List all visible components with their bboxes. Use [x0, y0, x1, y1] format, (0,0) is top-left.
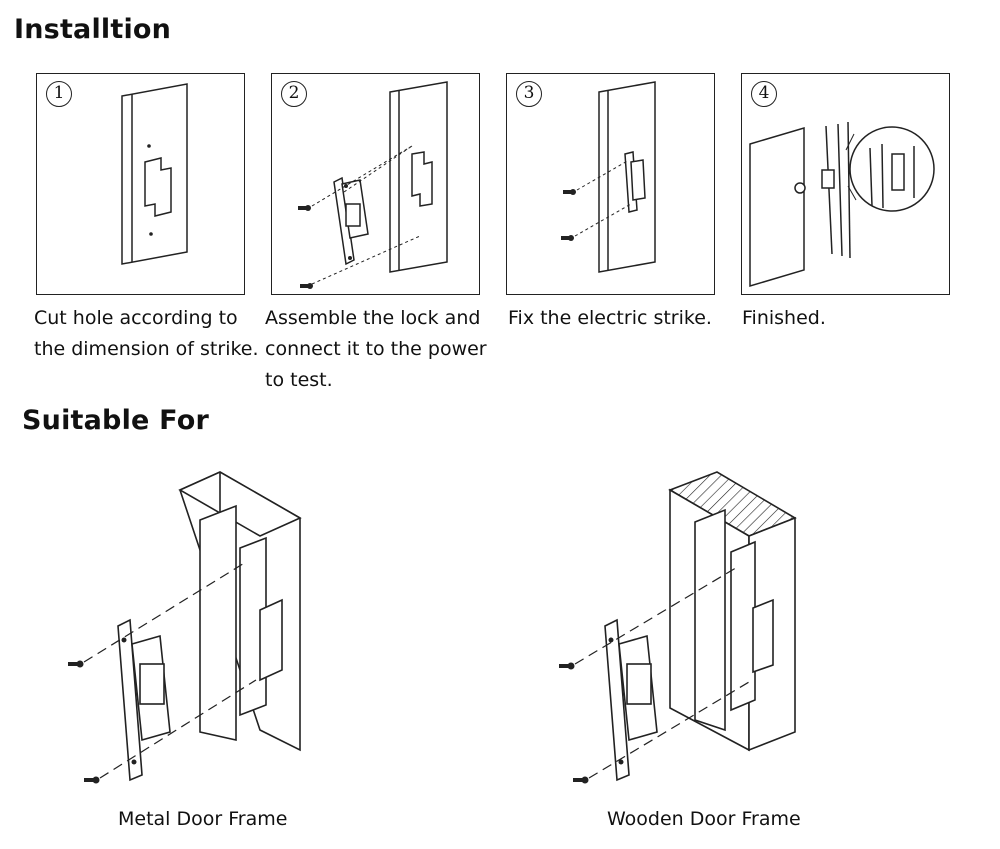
step-4-panel: 4	[741, 73, 950, 295]
step-3-panel: 3	[506, 73, 715, 295]
suitable-for-heading: Suitable For	[22, 405, 209, 436]
step-2-panel: 2	[271, 73, 480, 295]
metal-door-frame-label: Metal Door Frame	[118, 808, 288, 830]
installation-heading: Installtion	[14, 14, 172, 45]
step-3-number: 3	[516, 81, 542, 107]
finished-install-diagram-icon	[749, 121, 935, 288]
step-2-number: 2	[281, 81, 307, 107]
wooden-door-frame-label: Wooden Door Frame	[607, 808, 801, 830]
wooden-door-frame-icon	[559, 471, 797, 784]
step-1-caption: Cut hole according to the dimension of s…	[34, 307, 259, 360]
assemble-lock-diagram-icon	[298, 81, 448, 289]
step-4-caption: Finished.	[742, 307, 826, 329]
metal-door-frame-icon	[68, 471, 302, 784]
step-1-panel: 1	[36, 73, 245, 295]
step-2-caption: Assemble the lock and connect it to the …	[265, 307, 487, 391]
step-3-caption: Fix the electric strike.	[508, 307, 712, 329]
fix-strike-diagram-icon	[561, 81, 656, 273]
step-4-number: 4	[751, 81, 777, 107]
step-1-number: 1	[46, 81, 72, 107]
cut-hole-diagram-icon	[121, 83, 188, 265]
